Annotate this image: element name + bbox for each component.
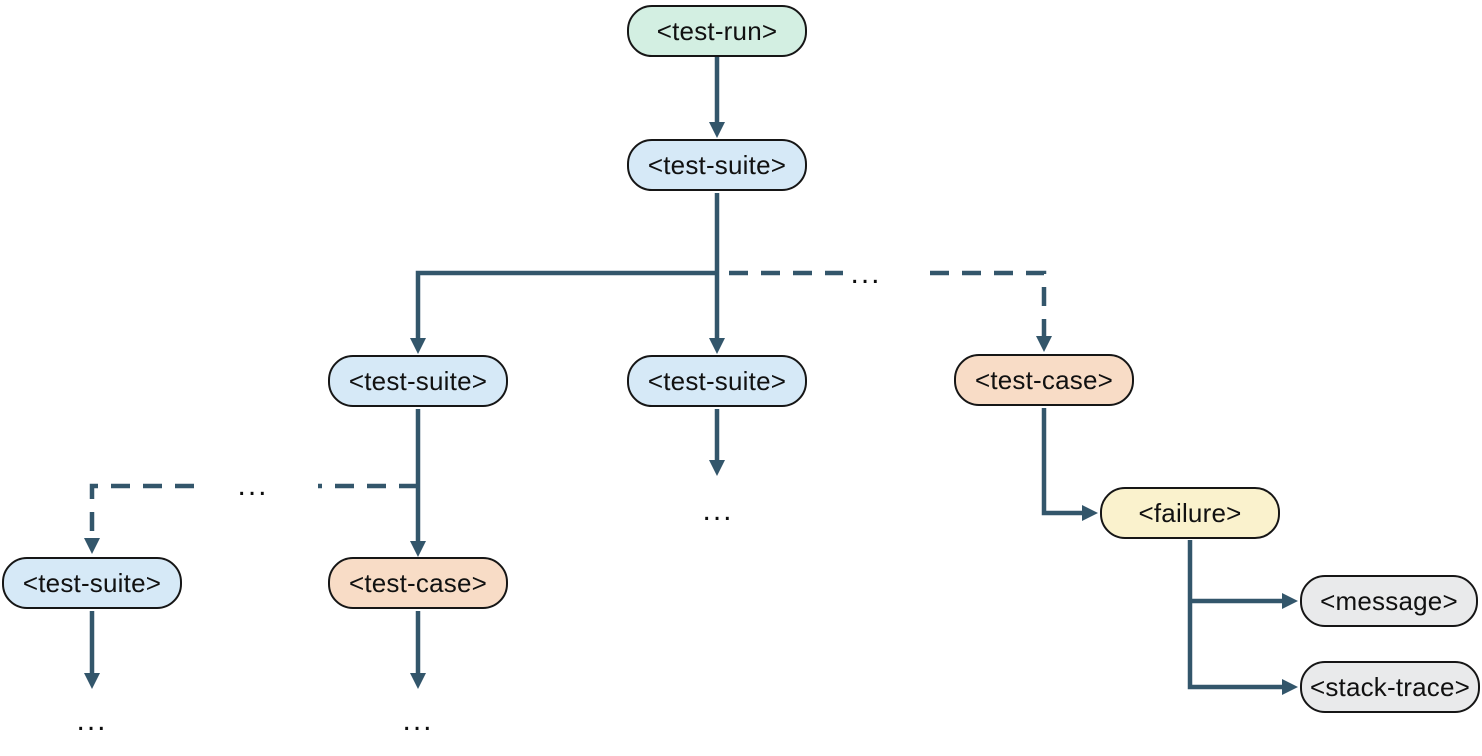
node-test-suite-grandchild: <test-suite> (2, 557, 182, 609)
edge-case-child-to-failure (1041, 408, 1098, 521)
ellipsis-under-suite-grandchild: ... (76, 704, 108, 737)
node-message: <message> (1300, 575, 1478, 627)
edge-root-suite-to-suite-child-1 (410, 270, 717, 354)
node-test-suite-child-1: <test-suite> (328, 355, 508, 407)
node-failure: <failure> (1100, 487, 1280, 539)
ellipsis-more-children-top: ... (850, 257, 882, 290)
ellipsis-under-case-grandchild: ... (402, 704, 434, 737)
ellipsis-under-suite-child-2: ... (702, 494, 734, 527)
node-test-suite-root: <test-suite> (627, 139, 807, 191)
edge-dashed-to-case-child (930, 270, 1052, 352)
edge-dashed-to-suite-grandchild (84, 483, 194, 554)
node-test-suite-child-2: <test-suite> (627, 355, 807, 407)
node-test-case-grandchild: <test-case> (328, 557, 508, 609)
node-test-run: <test-run> (627, 5, 807, 57)
node-test-case-child: <test-case> (954, 354, 1134, 406)
edge-failure-to-stack-trace (1187, 540, 1298, 695)
node-stack-trace: <stack-trace> (1300, 661, 1480, 713)
ellipsis-more-suites-left: ... (237, 469, 269, 502)
